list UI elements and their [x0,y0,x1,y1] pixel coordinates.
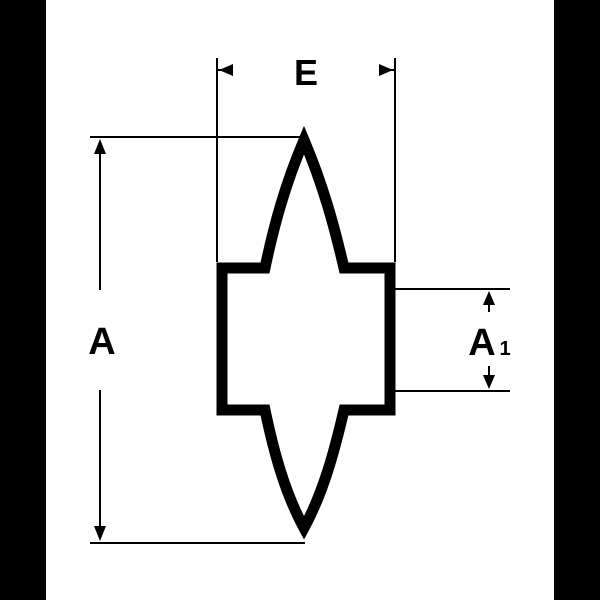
a-arrow-bottom-head [94,526,106,541]
diagram-panel [46,0,554,600]
e-arrow-right-head [379,64,393,76]
a-arrow-top-head [94,139,106,154]
a1-arrow-top-head [483,291,495,305]
dimension-label-a1-sub: 1 [499,338,510,360]
dimension-label-e: E [294,52,318,93]
a1-arrow-bottom-head [483,375,495,389]
dimension-label-a1-main: A [468,322,495,364]
dimension-label-a: A [88,321,115,363]
profile-outline [216,125,396,540]
e-arrow-left-head [219,64,233,76]
